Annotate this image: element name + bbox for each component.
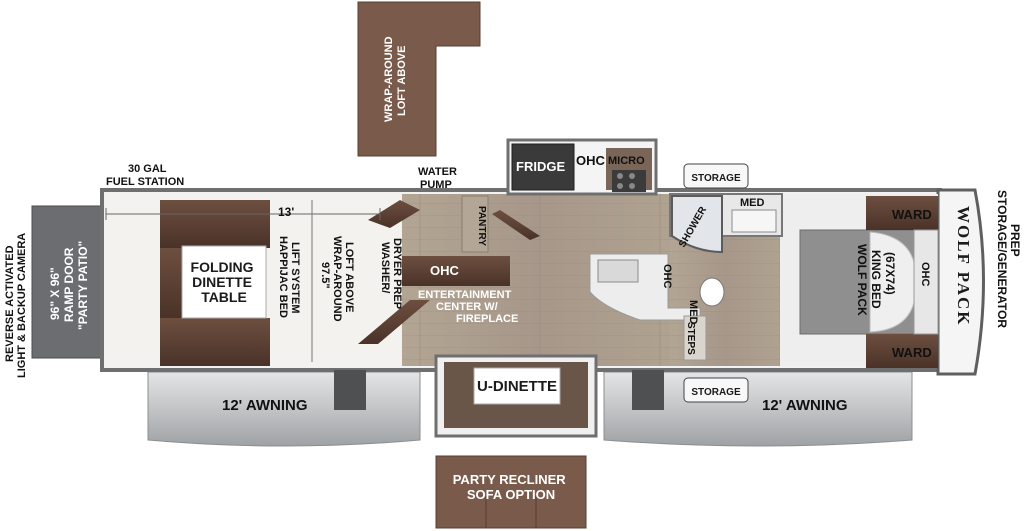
ward-bottom-label: WARD: [892, 345, 932, 360]
fridge-label: FRIDGE: [516, 159, 565, 174]
angled-cabinet: [368, 200, 420, 228]
kitchen-sink: [597, 259, 639, 283]
happijac-label: HAPPIJAC BED LIFT SYSTEM: [277, 236, 301, 321]
fuel-station-label: 30 GAL FUEL STATION: [106, 163, 184, 188]
pantry: [461, 195, 489, 253]
burner: [617, 183, 623, 189]
bedroom-ohc-label: OHC: [919, 262, 931, 287]
med-label-toilet: MED: [687, 300, 699, 325]
dinette-bench-top: [160, 200, 270, 248]
awning-right-label: 12' AWNING: [762, 397, 848, 414]
entertainment-center-label: ENTERTAINMENT CENTER W/ FIREPLACE: [418, 289, 518, 325]
wrap-loft-floating-label: WRAP-AROUND LOFT ABOVE: [383, 33, 408, 122]
awning-right: [603, 371, 913, 447]
width-97-label: 97.5": [319, 262, 331, 289]
med-sink: [731, 209, 777, 233]
storage-top-label: STORAGE: [691, 173, 741, 184]
ward-bottom: [866, 334, 938, 368]
folding-dinette-label: FOLDING DINETTE TABLE: [191, 259, 258, 305]
bedroom-ohc: [913, 229, 939, 335]
steps-label: STEPS: [685, 322, 696, 355]
ward-top: [866, 196, 938, 230]
angled-cabinet: [358, 300, 430, 344]
water-pump-label: WATER PUMP: [418, 166, 460, 191]
med-label-top: MED: [740, 197, 765, 209]
party-recliner-sofa: [435, 455, 587, 529]
burner: [629, 173, 635, 179]
entry-steps-right: [632, 370, 664, 410]
burner: [617, 173, 623, 179]
dinette-bench-side: [160, 248, 182, 318]
u-dinette-table: [473, 367, 561, 405]
folding-dinette-table: [181, 245, 267, 319]
living-ohc-label: OHC: [430, 263, 460, 278]
length-13-label: 13': [278, 205, 294, 219]
dinette-bench-bottom: [160, 318, 270, 366]
ward-top-label: WARD: [892, 207, 932, 222]
shower: [671, 195, 723, 254]
king-bed-label: WOLF PACK KING BED (67X74): [855, 244, 897, 319]
fridge: [511, 143, 575, 191]
kitchen-ohc-label: OHC: [576, 153, 606, 168]
toilet: [699, 277, 725, 307]
awning-left-label: 12' AWNING: [222, 397, 308, 414]
storage-top: [683, 163, 749, 189]
stove: [612, 170, 646, 192]
steps: [683, 315, 707, 361]
wrap-loft-garage-label: WRAP-AROUND LOFT ABOVE: [331, 236, 355, 325]
storage-bottom: [683, 377, 749, 403]
storage-bottom-label: STORAGE: [691, 387, 741, 398]
party-recliner-label: PARTY RECLINER SOFA OPTION: [453, 472, 570, 502]
entry-steps-left: [334, 370, 366, 410]
ramp-door-label: 96" X 96" RAMP DOOR "PARTY PATIO": [48, 241, 90, 330]
wrap-around-loft: [357, 1, 481, 157]
ohc-cabinet: [402, 256, 510, 286]
ramp-door: [31, 205, 103, 359]
storage-generator-label: STORAGE/GENERATOR PREP: [995, 190, 1022, 331]
pantry-label: PANTRY: [476, 206, 487, 246]
micro-label: MICRO: [608, 155, 645, 167]
washer-dryer-label: WASHER/ DRYER PREP: [379, 238, 403, 309]
u-dinette-label: U-DINETTE: [477, 378, 557, 395]
burner: [629, 183, 635, 189]
front-cap: [936, 188, 985, 376]
island-ohc-label: OHC: [661, 264, 673, 289]
angled-cabinet: [492, 210, 540, 240]
backup-camera-label: REVERSE ACTIVATED LIGHT & BACKUP CAMERA: [4, 233, 28, 378]
brand-logo-text: WOLF PACK: [954, 206, 973, 326]
